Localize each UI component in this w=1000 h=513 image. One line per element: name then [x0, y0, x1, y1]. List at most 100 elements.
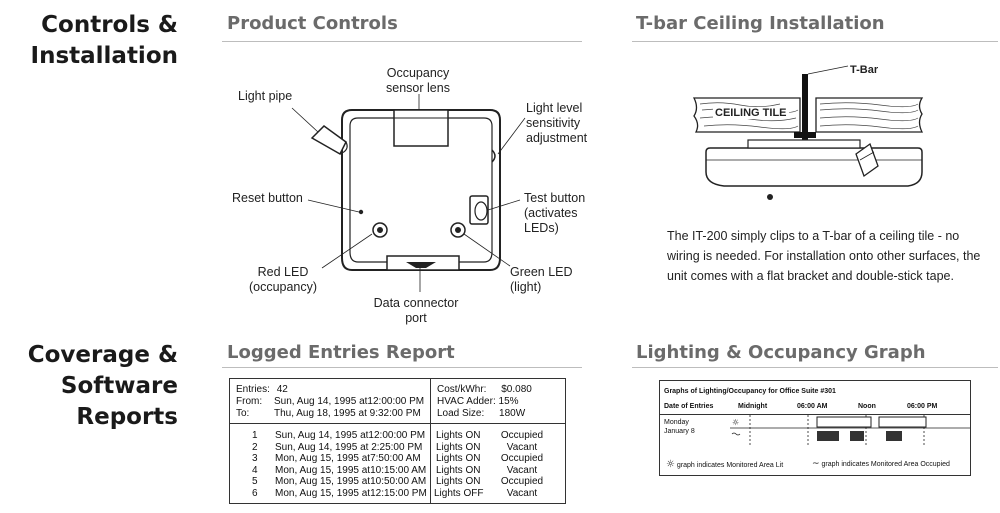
green-led-label-line2: (light) — [510, 280, 542, 294]
row-date: Sun, Aug 14, 1995 at12:00:00 PM — [275, 430, 426, 441]
report-divider — [430, 379, 431, 503]
occupied-bar-3 — [886, 431, 902, 441]
occupied-bar-2 — [850, 431, 864, 441]
tbar-shape — [802, 74, 808, 144]
row-date: Sun, Aug 14, 1995 at 2:25:00 PM — [275, 441, 423, 453]
test-button-label: Test button (activates LEDs) — [524, 191, 585, 236]
sensor-body-inner — [349, 117, 493, 263]
legend-lit: ☼ graph indicates Monitored Area Lit — [666, 459, 783, 470]
light-level-label-line3: adjustment — [526, 131, 588, 145]
mounted-sensor-shape — [705, 147, 923, 187]
light-level-label: Light level sensitivity adjustment — [526, 101, 587, 146]
table-row: 6 Mon, Aug 15, 1995 at12:15:00 PM Lights… — [230, 488, 565, 500]
report-from: From: Sun, Aug 14, 1995 at12:00:00 PM — [236, 396, 424, 408]
row-number: 6 — [252, 487, 258, 499]
row-occupancy: Occupied — [500, 430, 544, 441]
entries-value: 42 — [276, 384, 288, 395]
row-lights: Lights ON — [436, 464, 481, 476]
row-date: Mon, Aug 15, 1995 at10:15:00 AM — [275, 464, 427, 476]
cost-value: $0.080 — [501, 384, 532, 395]
table-row: 5 Mon, Aug 15, 1995 at10:50:00 AM Lights… — [230, 476, 565, 488]
to-value: Thu, Aug 18, 1995 at 9:32:00 PM — [274, 408, 421, 419]
reset-button-label: Reset button — [232, 191, 303, 205]
table-row: 4 Mon, Aug 15, 1995 at10:15:00 AM Lights… — [230, 465, 565, 477]
sensor-diagram — [291, 94, 526, 292]
graph-midnight: Midnight — [738, 403, 768, 410]
graph-header-rule — [660, 414, 970, 415]
lit-bar-2 — [878, 416, 927, 428]
table-row: 3 Mon, Aug 15, 1995 at7:50:00 AM Lights … — [230, 453, 565, 465]
test-button-label-line1: Test button — [524, 191, 586, 205]
row-occupancy: Vacant — [506, 441, 538, 453]
red-led-label: Red LED (occupancy) — [246, 265, 320, 295]
controls-heading-line1: Controls & — [41, 12, 178, 38]
row-number: 3 — [252, 453, 258, 464]
report-hvac: HVAC Adder: 15% — [437, 396, 519, 407]
graph-date: January 8 — [664, 428, 695, 435]
legend-lit-text: graph indicates Monitored Area Lit — [676, 462, 784, 469]
load-value: 180W — [499, 408, 526, 419]
graph-six-am: 06:00 AM — [797, 403, 828, 410]
green-led-label-line1: Green LED — [510, 265, 573, 279]
occupancy-lens-label-line1: Occupancy — [386, 66, 450, 80]
row-number: 2 — [252, 441, 258, 453]
graph-plot: ☼ — [730, 415, 970, 445]
occupancy-lens-shape — [393, 109, 449, 147]
to-label: To: — [236, 408, 250, 419]
coverage-heading-line2: Software — [60, 373, 178, 399]
clip-shape — [855, 142, 879, 178]
tbar-title: T-bar Ceiling Installation — [636, 13, 885, 34]
occupancy-graph: Graphs of Lighting/Occupancy for Office … — [659, 380, 971, 476]
occupancy-wave-icon: ~ — [812, 459, 820, 469]
from-value: Sun, Aug 14, 1995 at12:00:00 PM — [274, 396, 425, 407]
occupancy-lens-label: Occupancy sensor lens — [366, 66, 470, 96]
tbar-description-line2: wiring is needed. For installation onto … — [667, 249, 981, 263]
test-button-label-line3: LEDs) — [524, 221, 559, 235]
row-number: 5 — [252, 476, 258, 487]
graph-title: Lighting & Occupancy Graph — [636, 342, 926, 363]
data-port-label: Data connector port — [364, 296, 468, 326]
logged-entries-rule — [222, 367, 582, 368]
report-to: To: Thu, Aug 18, 1995 at 9:32:00 PM — [236, 408, 421, 420]
light-level-shape — [491, 149, 496, 163]
light-level-label-line2: sensitivity — [526, 116, 581, 130]
controls-heading-line2: Installation — [30, 43, 178, 69]
from-label: From: — [236, 396, 263, 407]
report-rows: 1 Sun, Aug 14, 1995 at12:00:00 PM Lights… — [230, 430, 565, 499]
bulb-icon: ☼ — [732, 418, 739, 427]
row-lights: Lights ON — [436, 453, 481, 464]
data-port-label-line2: port — [405, 311, 427, 325]
legend-occupied: ~ graph indicates Monitored Area Occupie… — [812, 459, 950, 469]
logged-entries-title: Logged Entries Report — [227, 342, 455, 363]
red-led-label-line2: (occupancy) — [248, 280, 318, 294]
row-lights: Lights OFF — [434, 487, 484, 499]
cost-label: Cost/kWhr: — [437, 384, 487, 395]
sensor-body-outline — [341, 109, 501, 271]
row-occupancy: Vacant — [506, 487, 538, 499]
table-row: 2 Sun, Aug 14, 1995 at 2:25:00 PM Lights… — [230, 442, 565, 454]
red-led-label-line1: Red LED — [257, 265, 309, 279]
ceiling-tile-label: CEILING TILE — [713, 107, 789, 119]
row-lights: Lights ON — [436, 430, 481, 441]
report-entries: Entries: 42 — [236, 384, 288, 396]
table-row: 1 Sun, Aug 14, 1995 at12:00:00 PM Lights… — [230, 430, 565, 442]
reset-button-shape — [358, 209, 364, 215]
controls-installation-heading: Controls & Installation — [0, 10, 178, 72]
graph-date-header: Date of Entries — [664, 403, 714, 410]
light-pipe-label: Light pipe — [238, 89, 293, 103]
occupancy-lens-label-line2: sensor lens — [386, 81, 450, 95]
green-led-label: Green LED (light) — [510, 265, 573, 295]
row-lights: Lights ON — [436, 441, 481, 453]
graph-rule — [632, 367, 998, 368]
tbar-diagram — [692, 65, 924, 200]
graph-title-text: Graphs of Lighting/Occupancy for Office … — [664, 388, 836, 395]
tbar-label: T-Bar — [850, 64, 879, 76]
tbar-rule — [632, 41, 998, 42]
coverage-heading-line1: Coverage & — [27, 342, 178, 368]
row-date: Mon, Aug 15, 1995 at12:15:00 PM — [275, 487, 427, 499]
graph-noon: Noon — [858, 403, 876, 410]
load-label: Load Size: — [437, 408, 485, 419]
light-pipe-shape — [310, 125, 347, 156]
entries-label: Entries: — [236, 384, 270, 395]
graph-six-pm: 06:00 PM — [907, 403, 938, 410]
